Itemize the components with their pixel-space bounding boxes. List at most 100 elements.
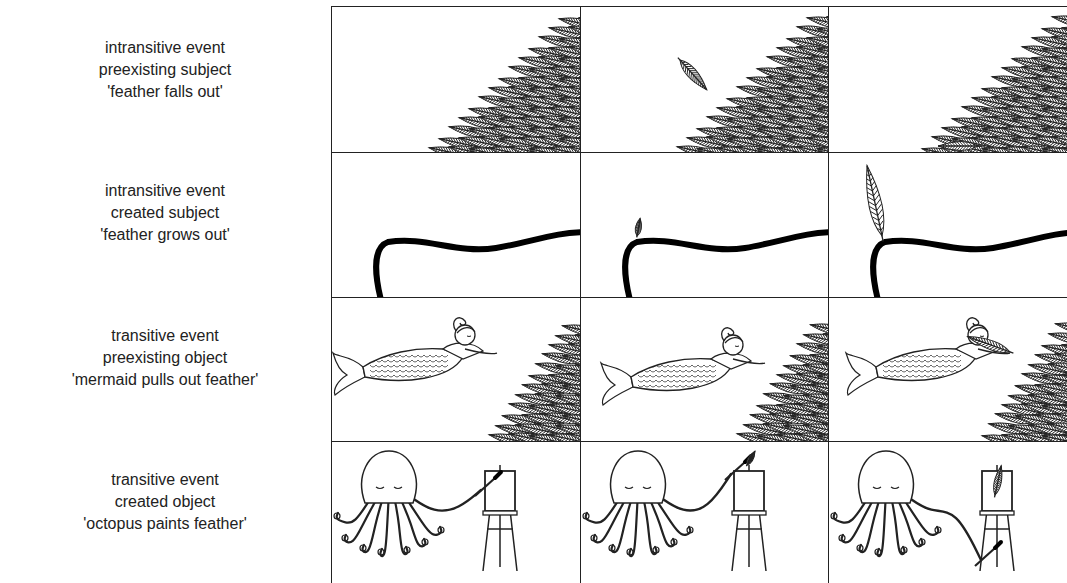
feather-shaft (576, 425, 580, 434)
feather-shaft (1062, 345, 1067, 354)
feather-barbs (1053, 13, 1067, 29)
easel-legs (732, 465, 766, 571)
feather-shaft (1062, 68, 1067, 77)
feather-shaft (817, 346, 828, 355)
feather-vane (826, 32, 828, 49)
octopus-tentacle (834, 501, 866, 523)
feather-shaft (1049, 424, 1067, 433)
octopus-eyes (376, 487, 402, 489)
octopus-eyes (625, 487, 651, 489)
feather-shaft (827, 97, 828, 106)
panel-overlay (861, 164, 890, 243)
panel-background (331, 441, 580, 583)
feather-shaft (1062, 405, 1067, 414)
feather-shaft (995, 466, 1002, 498)
feather-vane (1051, 92, 1067, 109)
feather-barbs (1053, 33, 1067, 49)
feather-shaft (746, 451, 755, 466)
tentacle-curl (360, 545, 366, 551)
mermaid-scales (638, 365, 716, 392)
mermaid-hair (722, 328, 743, 343)
feather-vane (634, 218, 643, 237)
octopus-tentacle (586, 501, 618, 523)
panel (580, 297, 828, 441)
feather-barbs (825, 360, 828, 376)
octopus-head (611, 451, 666, 503)
octopus-arm (908, 497, 981, 560)
feather (826, 52, 828, 70)
mermaid-eye (735, 346, 739, 348)
feather-shaft (1042, 149, 1067, 152)
tentacle-curl (857, 545, 863, 551)
feather-shaft (827, 77, 828, 86)
octopus (583, 451, 751, 556)
feather-shaft (1055, 384, 1067, 393)
feather (991, 465, 1005, 498)
tentacle-curl (334, 513, 340, 519)
panel-border (581, 442, 829, 583)
feather-vane (823, 389, 828, 406)
feather-shaft (1055, 354, 1067, 363)
octopus-tentacle (594, 501, 625, 542)
feather-shaft (579, 18, 580, 27)
feather-barbs (1050, 420, 1067, 436)
feather-shaft (1062, 108, 1067, 117)
feather-shaft (810, 385, 828, 394)
feather-shaft (1042, 436, 1067, 441)
panel (331, 6, 580, 152)
feather-shaft (804, 395, 828, 404)
feather-shaft (1055, 414, 1067, 423)
feather-vane (1051, 32, 1067, 49)
tentacle-curl (609, 545, 615, 551)
feather-vane (568, 369, 580, 386)
feather-shaft (562, 326, 580, 335)
octopus-arm (660, 474, 731, 511)
feather (568, 399, 580, 417)
tentacle-curl (342, 535, 348, 541)
feather (861, 164, 890, 243)
feather-shaft (1052, 117, 1067, 126)
feather-shaft (810, 415, 828, 424)
feather-barbs (1053, 93, 1067, 109)
panel-overlay (991, 465, 1005, 498)
panel-background (828, 297, 1067, 441)
feather-shaft (824, 394, 828, 403)
feather-shaft (579, 118, 580, 127)
octopus-eyes (873, 487, 899, 489)
feather (826, 72, 828, 90)
feather-shaft (827, 37, 828, 46)
panel (828, 441, 1067, 583)
panel-background (828, 441, 1067, 583)
canvas (485, 471, 515, 511)
tentacle-curl (935, 527, 941, 533)
panel-background (828, 152, 1067, 297)
feather-vane (568, 62, 580, 79)
feather-shaft (579, 138, 580, 147)
feather-shaft (569, 374, 580, 383)
paint-brush (975, 548, 995, 566)
feather-shaft (678, 58, 707, 90)
feather-vane (568, 339, 580, 356)
feather-vane (568, 22, 580, 39)
feather-shaft (637, 218, 640, 237)
feather-barbs (570, 123, 580, 139)
feather-vane (826, 12, 828, 29)
feather-barbs (570, 83, 580, 99)
feather-shaft (1052, 137, 1067, 146)
feather-vane (1048, 359, 1067, 376)
feather-shaft (1049, 364, 1067, 373)
feather-shaft (1049, 334, 1067, 343)
feather-shaft (827, 17, 828, 26)
panel (828, 6, 1067, 152)
feather-shaft (867, 166, 883, 242)
mermaid-tail (333, 353, 365, 395)
feather-vane (826, 92, 828, 109)
panel-border (829, 153, 1067, 298)
octopus-tentacle (842, 501, 873, 542)
feather-shaft (827, 57, 828, 66)
tentacle-curl (901, 547, 907, 553)
tentacle-curl (687, 527, 693, 533)
feather (826, 32, 828, 50)
feather-vane (823, 419, 828, 436)
row-label: 'feather grows out' (5, 225, 325, 244)
